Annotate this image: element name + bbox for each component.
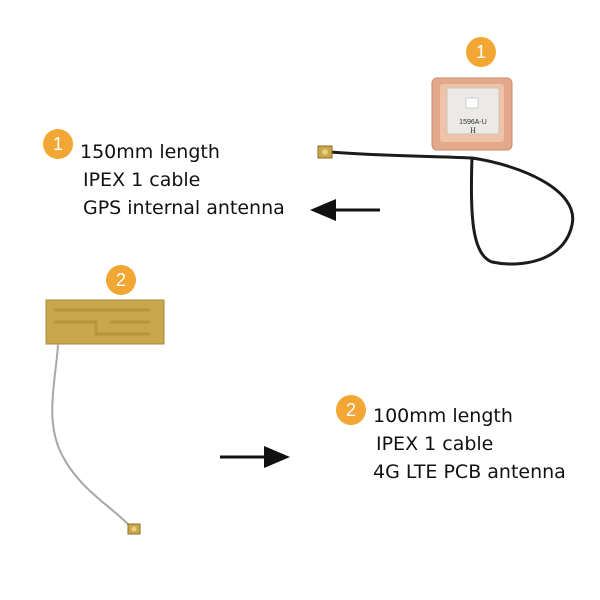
ipex-connector-icon [317, 145, 333, 159]
gps-image-badge: 1 [466, 37, 496, 67]
lte-antenna-type: 4G LTE PCB antenna [373, 461, 566, 483]
arrow-left-icon [310, 199, 380, 221]
gps-length: 150mm length [80, 141, 220, 163]
lte-cable-type: IPEX 1 cable [376, 433, 494, 455]
gps-antenna-type: GPS internal antenna [83, 197, 285, 219]
ipex-connector-icon [127, 523, 141, 535]
lte-length: 100mm length [373, 405, 513, 427]
lte-caption: 100mm length IPEX 1 cable 4G LTE PCB ant… [373, 402, 566, 486]
gps-caption: 150mm length IPEX 1 cable GPS internal a… [80, 138, 285, 222]
lte-caption-badge: 2 [336, 395, 366, 425]
arrow-right-icon [220, 446, 290, 468]
lte-antenna-cable [51, 343, 133, 529]
gps-caption-badge: 1 [43, 129, 73, 159]
gps-chip-marking: 1596A-U [459, 119, 487, 126]
manufacturer-logo: H [470, 126, 476, 135]
gps-cable-type: IPEX 1 cable [83, 169, 201, 191]
gps-antenna-cable [329, 150, 575, 266]
lte-image-badge: 2 [106, 265, 136, 295]
